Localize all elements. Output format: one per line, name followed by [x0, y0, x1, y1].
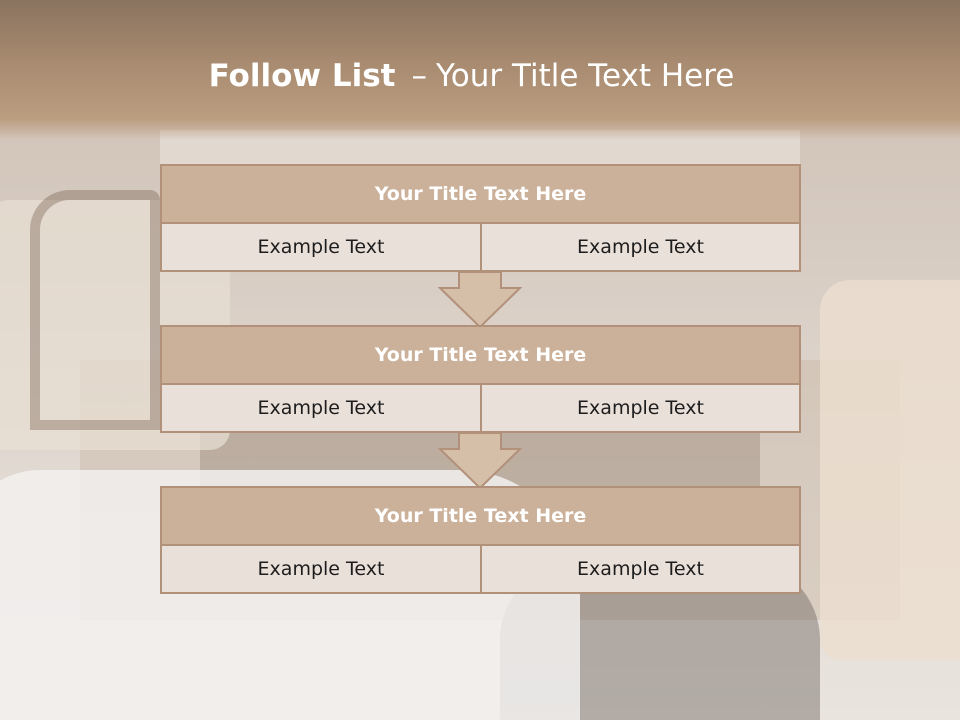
- step-title: Your Title Text Here: [162, 327, 799, 383]
- title-band: [0, 0, 960, 140]
- step-cell-left: Example Text: [162, 546, 480, 592]
- step-cell-left: Example Text: [162, 385, 480, 431]
- step-box-1: Your Title Text Here Example Text Exampl…: [160, 164, 801, 272]
- step-box-3: Your Title Text Here Example Text Exampl…: [160, 486, 801, 594]
- down-arrow-icon: [438, 272, 522, 328]
- step-cell-right: Example Text: [482, 385, 799, 431]
- step-title: Your Title Text Here: [162, 166, 799, 222]
- slide-title-rest: Your Title Text Here: [435, 58, 735, 94]
- step-title: Your Title Text Here: [162, 488, 799, 544]
- step-cell-right: Example Text: [482, 546, 799, 592]
- step-box-2: Your Title Text Here Example Text Exampl…: [160, 325, 801, 433]
- down-arrow-icon: [438, 433, 522, 489]
- step-cell-left: Example Text: [162, 224, 480, 270]
- slide-title-separator: –: [411, 58, 427, 94]
- slide-title-bold: Follow List: [208, 58, 396, 94]
- background-armchair-frame: [30, 190, 160, 430]
- background-sofa: [820, 280, 960, 660]
- slide-title: Follow List–Your Title Text Here: [0, 55, 943, 97]
- step-cell-right: Example Text: [482, 224, 799, 270]
